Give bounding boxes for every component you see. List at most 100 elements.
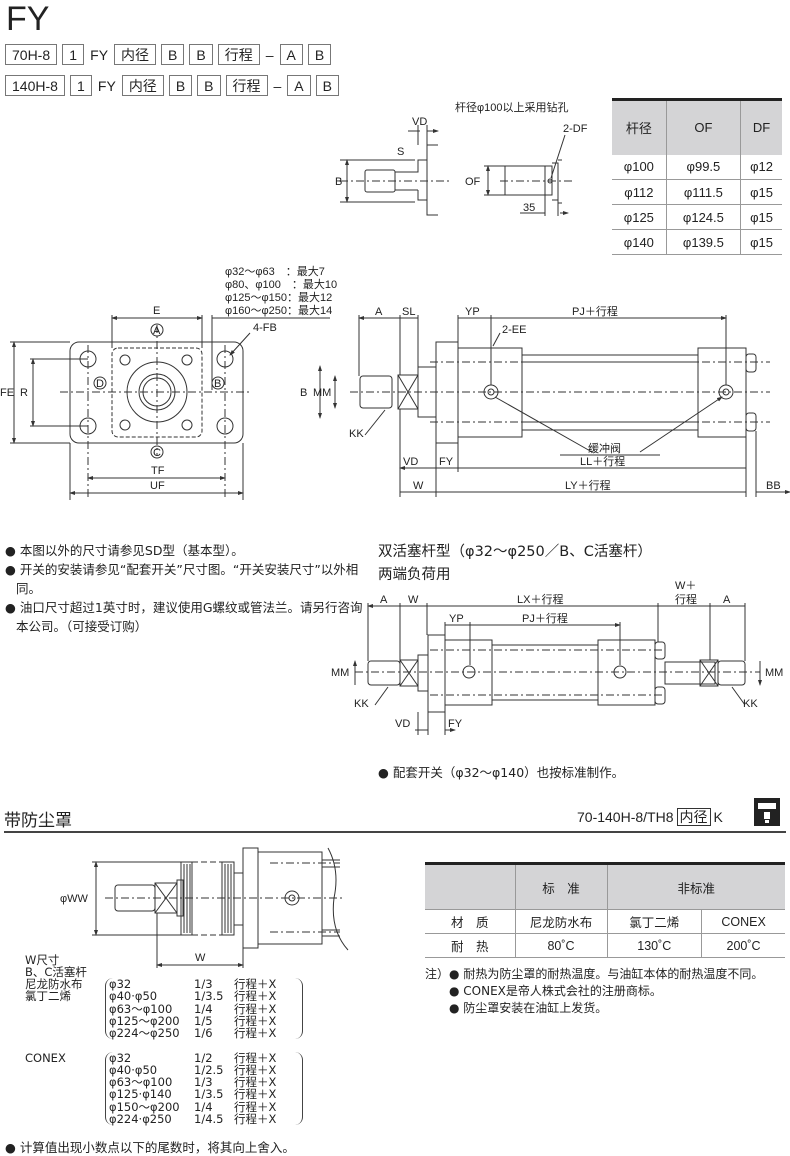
w-subtitle: B、C活塞杆 bbox=[25, 965, 87, 980]
dimension-label: FE bbox=[0, 387, 14, 399]
order-code-cell: 行程 bbox=[217, 44, 260, 65]
col-header: DF bbox=[740, 98, 782, 155]
dimension-label: LX＋行程 bbox=[517, 593, 563, 606]
double-rod-subtitle: 两端负荷用 bbox=[378, 567, 451, 583]
dimension-label: R bbox=[20, 387, 28, 399]
dimension-label: 杆径φ100以上采用钻孔 bbox=[455, 100, 569, 114]
dimension-label: φ160～φ250：最大14 bbox=[225, 303, 332, 317]
dimension-label: A bbox=[723, 594, 731, 606]
order-code-cell: 1 bbox=[62, 44, 85, 65]
order-code-cell: FY bbox=[90, 46, 109, 63]
col-header: 杆径 bbox=[612, 98, 667, 155]
w-cell: 行程＋X bbox=[234, 1062, 277, 1077]
footer-note: ● 计算值出现小数点以下的尾数时，将其向上舍入。 bbox=[5, 1140, 295, 1155]
table-cell: φ124.5 bbox=[665, 204, 741, 230]
w-cell: φ224～φ250 bbox=[109, 1026, 180, 1041]
w-title: W尺寸 bbox=[25, 953, 60, 967]
w-cell: φ125～φ200 bbox=[109, 1013, 180, 1028]
w-cell: 行程＋X bbox=[234, 1050, 277, 1065]
order-code-cell: B bbox=[197, 75, 221, 96]
dimension-label: S bbox=[397, 146, 404, 158]
dimension-label: B bbox=[335, 176, 342, 188]
dimension-label: YP bbox=[449, 613, 464, 625]
section-title: 带防尘罩 bbox=[4, 811, 72, 831]
w-cell: 行程＋X bbox=[234, 977, 277, 991]
table-cell: 130˚C bbox=[606, 933, 702, 958]
w-cell: 行程＋X bbox=[234, 1075, 277, 1090]
dimension-label: LY＋行程 bbox=[565, 479, 611, 492]
dimension-label: 35 bbox=[523, 202, 535, 214]
note-item: ● 开关的安装请参见“配套开关”尺寸图。“开关安装尺寸”以外相同。 bbox=[5, 562, 359, 596]
dimension-label: A bbox=[153, 325, 161, 337]
table-cell: 尼龙防水布 bbox=[514, 909, 607, 934]
col-header: 非标准 bbox=[606, 862, 785, 910]
w-cell: 1/5 bbox=[194, 1013, 213, 1028]
w-cell: 行程＋X bbox=[234, 1013, 277, 1028]
dimension-label: PJ＋行程 bbox=[572, 305, 618, 318]
w-cell: φ40·φ50 bbox=[109, 1062, 158, 1077]
col-header: 标 准 bbox=[514, 862, 607, 910]
w-cell: 1/3 bbox=[194, 1075, 213, 1090]
order-code-cell: 70H-8 bbox=[5, 44, 58, 65]
w-cell: φ32 bbox=[109, 1050, 132, 1065]
boot-order-code: 70-140H-8/TH8 内径 K bbox=[577, 808, 723, 826]
order-code-cell: 1 bbox=[69, 75, 92, 96]
page-title: FY bbox=[6, 0, 50, 38]
dimension-label: φ32～φ63 ：最大7 bbox=[225, 264, 325, 278]
dimension-label: φ80、φ100 ：最大10 bbox=[225, 277, 337, 291]
w-cell: φ150～φ200 bbox=[109, 1099, 180, 1114]
table-cell: φ139.5 bbox=[665, 229, 741, 255]
table-cell: 耐 热 bbox=[425, 933, 515, 958]
dimension-label: B bbox=[300, 387, 307, 399]
double-rod-title: 双活塞杆型（φ32～φ250／B、C活塞杆） bbox=[378, 544, 652, 560]
dimension-label: MM bbox=[313, 387, 331, 399]
w-cell: 1/3.5 bbox=[194, 1087, 224, 1102]
w-row: φ32 1/2 行程＋X bbox=[109, 1050, 299, 1065]
dimension-label: A bbox=[380, 594, 388, 606]
table-cell: φ15 bbox=[740, 229, 782, 255]
note-item: CONEX是帝人株式会社的注册商标。 bbox=[463, 984, 662, 998]
note-item: 防尘罩安装在油缸上发货。 bbox=[463, 1001, 608, 1015]
w-cell: 1/3 bbox=[194, 977, 213, 991]
table-cell: φ125 bbox=[612, 204, 667, 230]
dimension-label: VD bbox=[395, 718, 410, 730]
dimension-label: W bbox=[413, 480, 424, 492]
table-cell: 200˚C bbox=[701, 933, 785, 958]
dimension-label: MM bbox=[331, 667, 349, 679]
rod-end-detail: VD S B 杆径φ100以上采用钻孔 OF 35 2-DF bbox=[335, 100, 588, 216]
double-rod-heading: 双活塞杆型（φ32～φ250／B、C活塞杆） 两端负荷用 bbox=[378, 541, 652, 587]
material-label: 尼龙防水布 bbox=[25, 977, 83, 991]
table-cell: φ140 bbox=[612, 229, 667, 255]
order-code-cell: – bbox=[265, 46, 274, 63]
boot-notes: 注）● 耐热为防尘罩的耐热温度。与油缸本体的耐热温度不同。 ● CONEX是帝人… bbox=[425, 967, 764, 1015]
note-item: ● 本图以外的尺寸请参见SD型（基本型）。 bbox=[5, 543, 244, 558]
section-divider bbox=[4, 831, 786, 833]
order-code-cell: 内径 bbox=[114, 44, 157, 65]
dimension-label: 4-FB bbox=[253, 322, 277, 334]
dimension-label: 2-DF bbox=[563, 123, 588, 135]
dimension-label: KK bbox=[354, 698, 369, 710]
w-cell: 1/4 bbox=[194, 1099, 213, 1114]
dimension-label: FY bbox=[448, 718, 463, 730]
dimension-label: W bbox=[195, 952, 206, 964]
w-cell: 行程＋X bbox=[234, 1099, 277, 1114]
dimension-label: LL＋行程 bbox=[580, 455, 625, 468]
order-code-cell: 140H-8 bbox=[5, 75, 65, 96]
material-label: 氯丁二烯 bbox=[25, 989, 71, 1004]
w-cell: 1/2 bbox=[194, 1050, 213, 1065]
dimension-label: KK bbox=[349, 428, 364, 440]
dimension-label: E bbox=[153, 305, 160, 317]
material-label: CONEX bbox=[25, 1050, 66, 1065]
w-cell: 1/6 bbox=[194, 1026, 213, 1041]
